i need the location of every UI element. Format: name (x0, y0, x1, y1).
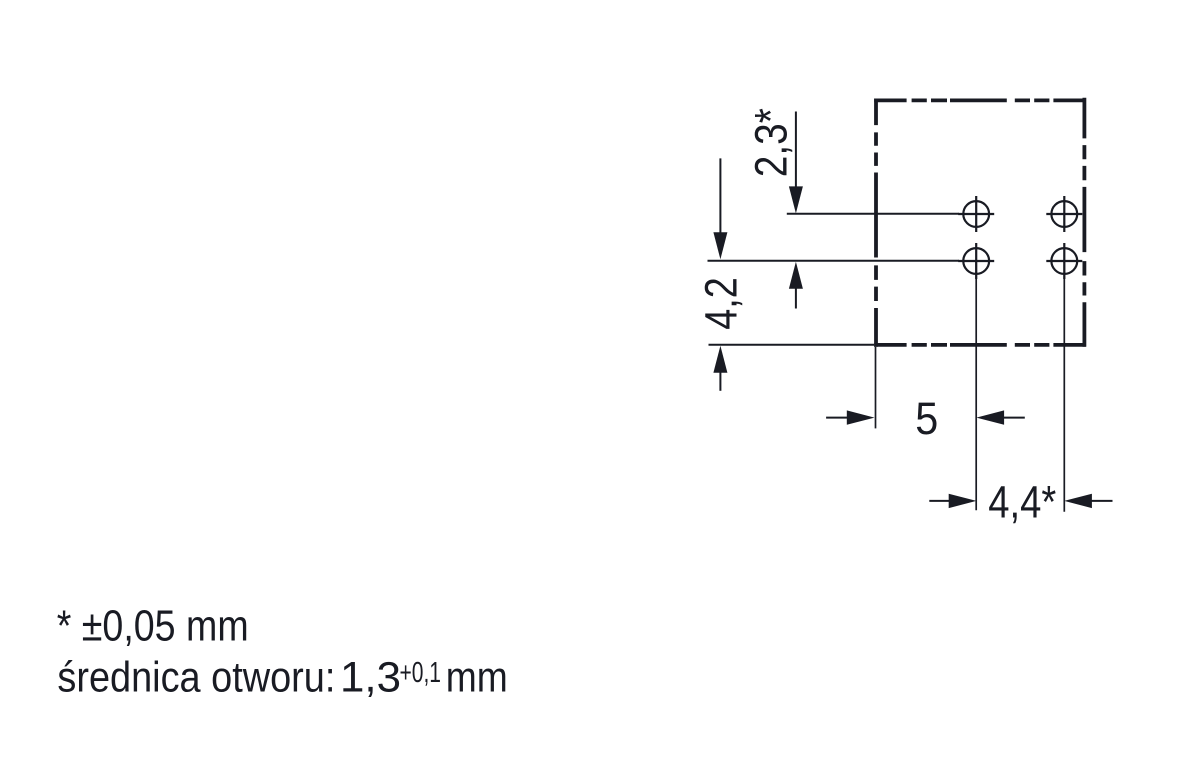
svg-text:średnica otworu:: średnica otworu: (57, 655, 335, 702)
svg-text:1,3: 1,3 (340, 655, 401, 702)
svg-text:4,4*: 4,4* (988, 477, 1056, 528)
svg-text:2,3*: 2,3* (745, 108, 796, 177)
svg-text:+0,1: +0,1 (400, 657, 442, 689)
svg-text:* ±0,05 mm: * ±0,05 mm (57, 602, 249, 650)
svg-text:4,2: 4,2 (695, 277, 746, 330)
svg-text:mm: mm (446, 655, 508, 702)
svg-text:5: 5 (915, 393, 938, 444)
